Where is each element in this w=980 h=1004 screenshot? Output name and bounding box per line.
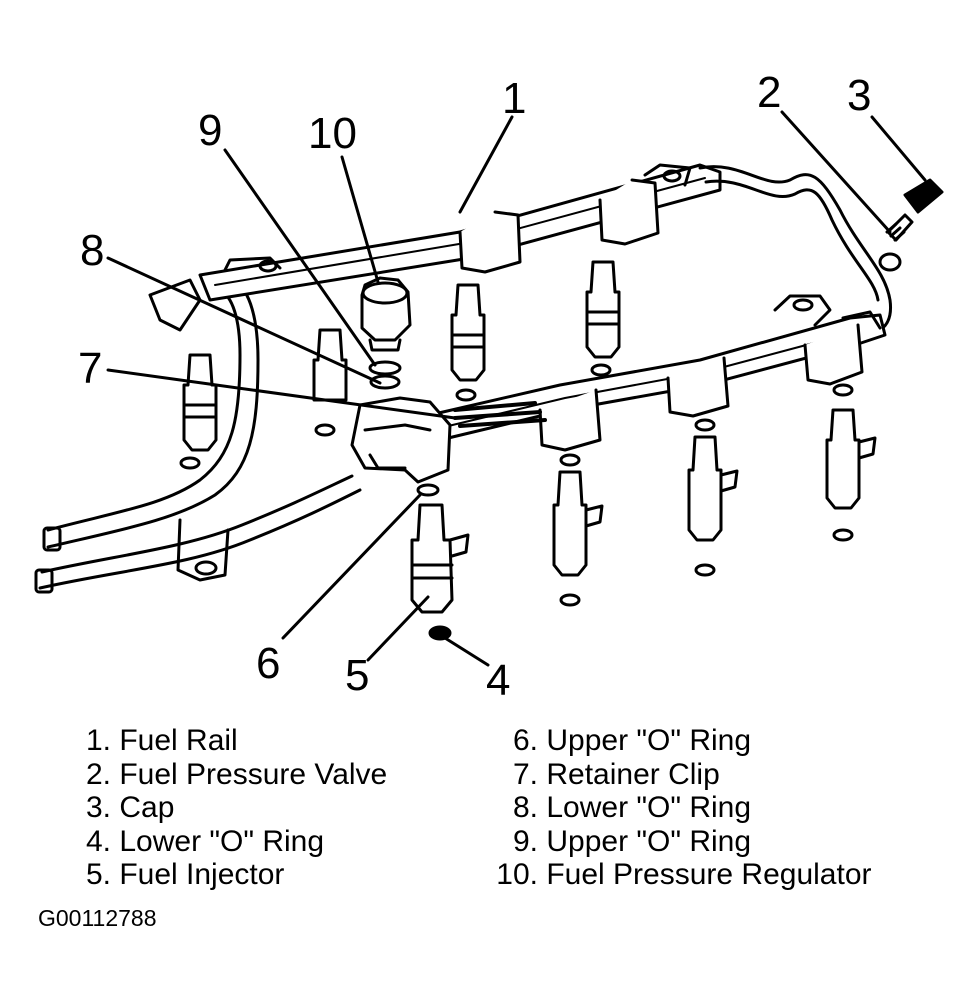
legend-item-8: 8. Lower "O" Ring — [512, 791, 752, 824]
legend-right-column: 6. Upper "O" Ring 7. Retainer Clip 8. Lo… — [484, 724, 872, 892]
legend-item-3: 3. Cap — [85, 791, 175, 824]
callout-1: 1 — [502, 74, 526, 123]
crossover-line — [698, 165, 902, 332]
exploded-injector — [410, 483, 470, 641]
legend-item-10: 10. Fuel Pressure Regulator — [496, 858, 872, 891]
figure-id: G00112788 — [38, 905, 157, 931]
rear-injectors — [179, 260, 621, 470]
callout-3: 3 — [847, 71, 871, 120]
legend-item-1: 1. Fuel Rail — [85, 724, 238, 757]
leader-lines — [106, 110, 927, 667]
rear-fuel-rail — [148, 163, 722, 332]
callout-7: 7 — [78, 344, 102, 393]
legend-left-column: 1. Fuel Rail 2. Fuel Pressure Valve 3. C… — [76, 724, 387, 892]
retainer-clip — [453, 401, 547, 428]
legend-item-2: 2. Fuel Pressure Valve — [85, 757, 388, 791]
callout-8: 8 — [80, 226, 104, 275]
fuel-rail-illustration: 1 2 3 4 5 6 7 8 9 10 — [34, 68, 944, 705]
callout-4: 4 — [486, 656, 510, 705]
legend-item-7: 7. Retainer Clip — [512, 757, 720, 791]
fuel-pressure-valve — [885, 178, 944, 242]
front-fuel-rail — [428, 294, 887, 452]
legend-item-5: 5. Fuel Injector — [85, 858, 285, 891]
legend-item-9: 9. Upper "O" Ring — [512, 824, 752, 858]
front-injectors — [552, 383, 877, 607]
callout-6: 6 — [256, 639, 280, 688]
callout-5: 5 — [345, 651, 369, 700]
callout-numbers: 1 2 3 4 5 6 7 8 9 10 — [78, 68, 871, 705]
legend-item-4: 4. Lower "O" Ring — [85, 824, 325, 858]
legend-item-6: 6. Upper "O" Ring — [512, 724, 752, 757]
callout-9: 9 — [198, 106, 222, 155]
callout-2: 2 — [757, 68, 781, 117]
fuel-lines — [34, 280, 362, 594]
fuel-pressure-regulator — [350, 276, 452, 484]
callout-10: 10 — [308, 109, 357, 158]
